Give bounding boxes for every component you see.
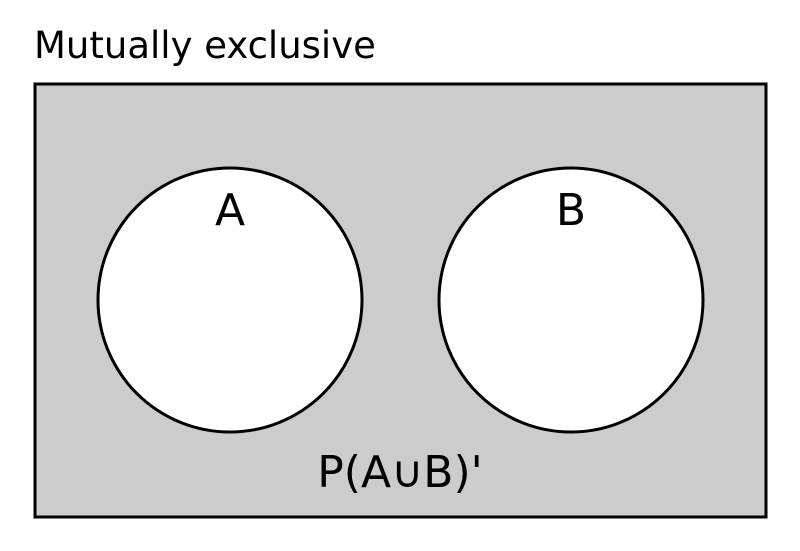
diagram-title: Mutually exclusive (34, 24, 376, 67)
complement-region-label: P(A∪B)' (317, 447, 482, 498)
set-a-circle (96, 166, 364, 434)
set-b-label: B (556, 185, 586, 236)
set-a-label: A (215, 185, 245, 236)
set-b-circle (437, 166, 705, 434)
